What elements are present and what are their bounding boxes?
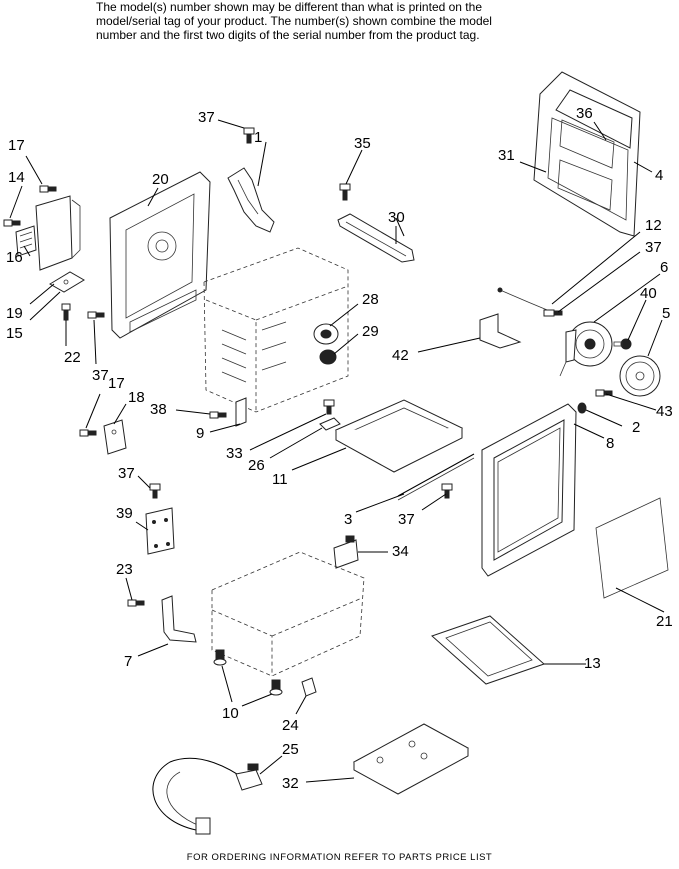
callout-33: 33: [226, 445, 243, 462]
part-1-bracket: [227, 167, 275, 233]
callout-22: 22: [64, 349, 81, 366]
callout-3: 3: [344, 511, 352, 528]
callout-26: 26: [248, 457, 265, 474]
callout-17-top: 17: [8, 137, 25, 154]
callout-37-rod: 37: [398, 511, 415, 528]
callout-43: 43: [656, 403, 673, 420]
part-3-rod: [397, 453, 475, 501]
part-31-back-panel: [533, 71, 641, 237]
callout-28: 28: [362, 291, 379, 308]
part-21-gasket: [595, 497, 669, 599]
callout-10: 10: [222, 705, 239, 722]
part-16-terminal-block: [15, 195, 81, 271]
callout-35: 35: [354, 135, 371, 152]
part-screw-23: [127, 599, 145, 607]
callout-13: 13: [584, 655, 601, 672]
part-screw-38: [209, 411, 227, 419]
callout-23: 23: [116, 561, 133, 578]
part-screw-17-lower: [79, 429, 97, 437]
callout-31: 31: [498, 147, 515, 164]
callout-6: 6: [660, 259, 668, 276]
part-11-tray: [334, 399, 464, 473]
part-5-fan-cover: [619, 355, 661, 397]
part-screws-17-14: [3, 185, 57, 227]
part-screw-35: [339, 183, 351, 201]
callout-15: 15: [6, 325, 23, 342]
part-24-clip: [301, 677, 317, 697]
part-28-motor: [313, 323, 339, 345]
callout-40: 40: [640, 285, 657, 302]
callout-1: 1: [254, 129, 262, 146]
part-10-levelers: [213, 649, 283, 696]
part-oven-cavity: [203, 247, 349, 413]
part-26-clip: [319, 417, 341, 431]
part-34-switch: [333, 535, 359, 569]
callout-18: 18: [128, 389, 145, 406]
callout-24: 24: [282, 717, 299, 734]
callout-37-top: 37: [198, 109, 215, 126]
callout-21: 21: [656, 613, 673, 630]
part-12-wire: [497, 287, 553, 313]
callout-11: 11: [272, 471, 288, 488]
callout-4: 4: [655, 167, 663, 184]
part-7-bracket: [161, 595, 197, 643]
callout-39: 39: [116, 505, 133, 522]
header-line-2: model/serial tag of your product. The nu…: [96, 14, 492, 28]
callout-9: 9: [196, 425, 204, 442]
part-8-door-frame: [481, 403, 577, 577]
part-screw-37-left: [87, 311, 105, 319]
part-13-drawer-pan: [431, 615, 545, 685]
part-32-base-plate: [352, 723, 470, 795]
callout-14: 14: [8, 169, 25, 186]
leader-lines: [9, 119, 665, 783]
part-20-control-panel: [109, 171, 211, 339]
callout-29: 29: [362, 323, 379, 340]
callout-37-right: 37: [645, 239, 662, 256]
part-lower-cavity: [211, 551, 365, 677]
part-6-fan: [559, 321, 613, 377]
part-19-plate: [49, 271, 85, 293]
header-line-1: The model(s) number shown may be differe…: [96, 0, 482, 14]
part-9-bracket: [235, 397, 247, 427]
callout-25: 25: [282, 741, 299, 758]
part-2-washer: [577, 402, 587, 414]
part-screw-37-mid: [149, 483, 453, 499]
part-screw-37-top: [243, 127, 255, 144]
part-screw-37-right: [543, 309, 563, 317]
callout-37-left: 37: [92, 367, 109, 384]
part-25-power-cord: [152, 757, 263, 835]
callout-38: 38: [150, 401, 167, 418]
callout-12: 12: [645, 217, 662, 234]
callout-20: 20: [152, 171, 169, 188]
callout-19: 19: [6, 305, 23, 322]
callout-32: 32: [282, 775, 299, 792]
callout-2: 2: [632, 419, 640, 436]
footer-ordering-info: FOR ORDERING INFORMATION REFER TO PARTS …: [186, 852, 493, 863]
part-39-plate: [145, 507, 175, 555]
part-29-light: [319, 349, 337, 365]
header-notice: The model(s) number shown may be differe…: [96, 0, 616, 42]
part-18-bracket: [103, 419, 127, 455]
callout-34: 34: [392, 543, 409, 560]
part-30-strip: [337, 213, 415, 263]
part-33-screw: [323, 399, 335, 415]
callout-8: 8: [606, 435, 614, 452]
callout-16: 16: [6, 249, 23, 266]
callout-37-mid: 37: [118, 465, 135, 482]
callout-7: 7: [124, 653, 132, 670]
callout-labels: 37 1 35 36 31 4 17 14 20 30 12 37 6 16 1…: [6, 105, 673, 792]
callout-36: 36: [576, 105, 593, 122]
callout-42: 42: [392, 347, 409, 364]
part-screw-22: [61, 303, 71, 321]
callout-5: 5: [662, 305, 670, 322]
part-40-nut: [613, 338, 632, 350]
header-line-3: number and the first two digits of the s…: [96, 28, 480, 42]
callout-30: 30: [388, 209, 405, 226]
part-42-bracket: [479, 313, 522, 349]
callout-17-lower: 17: [108, 375, 125, 392]
